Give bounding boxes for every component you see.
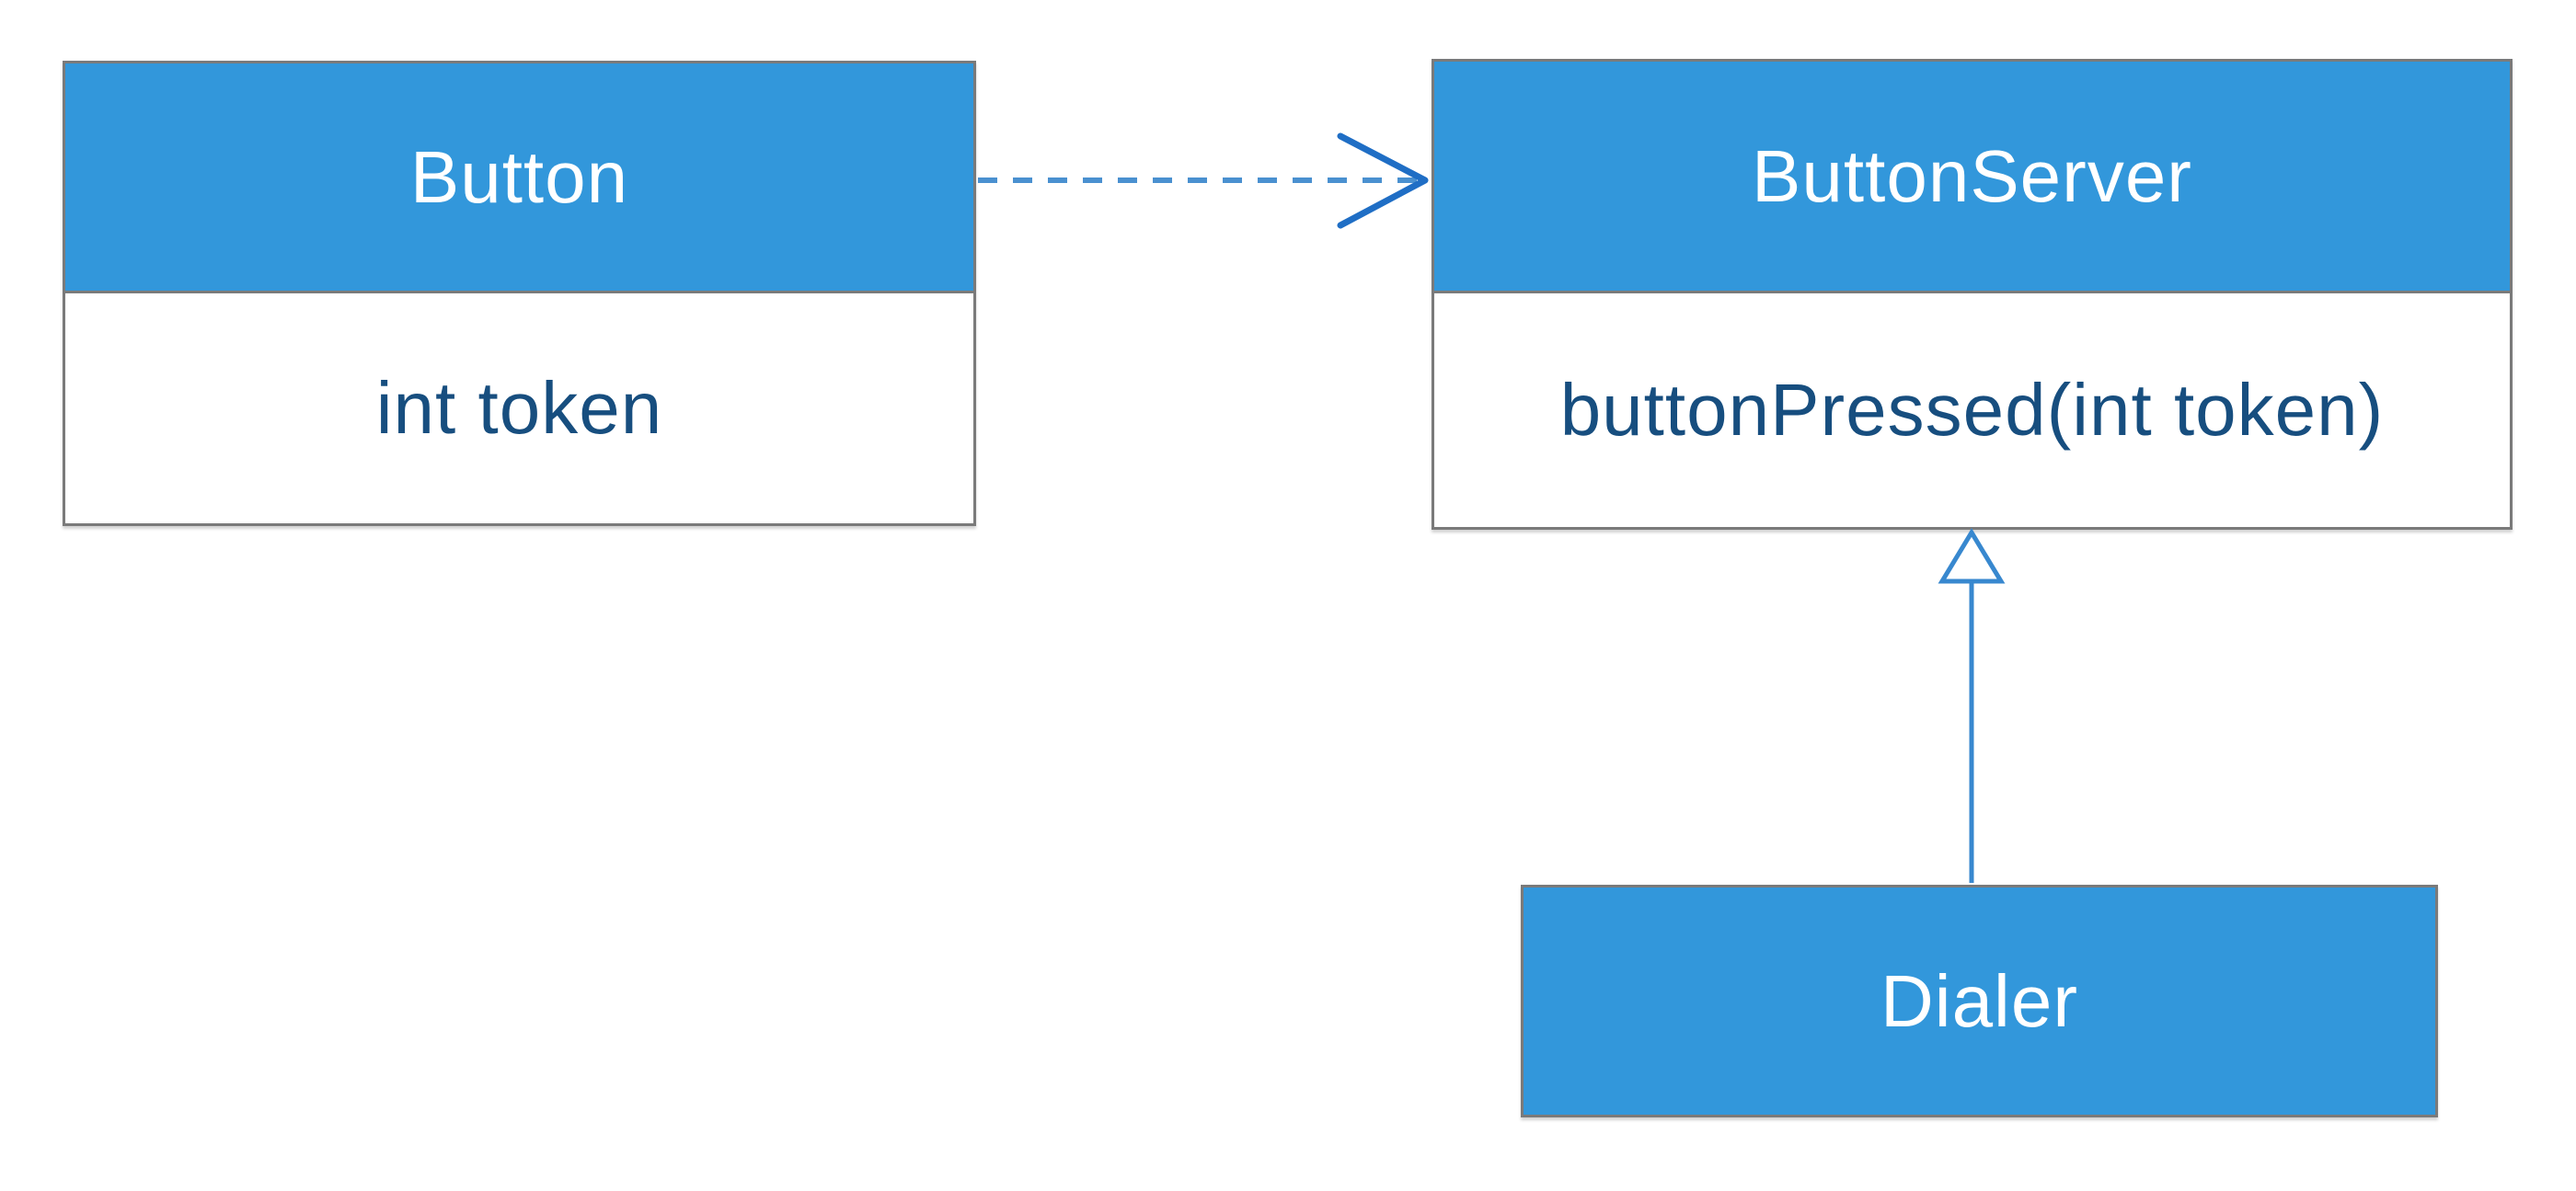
class-name-dialer: Dialer [1880, 959, 2078, 1042]
class-name-buttonserver: ButtonServer [1752, 134, 2192, 217]
generalization-arrow-dialer-to-buttonserver [1938, 528, 2006, 883]
class-box-dialer: Dialer [1521, 885, 2438, 1117]
class-attribute-int-token: int token [375, 367, 663, 449]
open-arrowhead-icon [1337, 132, 1429, 229]
class-box-button: Button int token [63, 61, 976, 526]
hollow-triangle-arrowhead-icon [1938, 528, 2006, 584]
class-box-buttonserver: ButtonServer buttonPressed(int token) [1432, 59, 2513, 530]
dependency-arrow-button-to-buttonserver [978, 132, 1429, 229]
class-body-buttonserver: buttonPressed(int token) [1434, 293, 2510, 527]
class-header-buttonserver: ButtonServer [1434, 62, 2510, 293]
class-header-button: Button [65, 63, 973, 293]
class-method-buttonpressed: buttonPressed(int token) [1559, 369, 2385, 451]
class-body-button: int token [65, 293, 973, 523]
class-name-button: Button [409, 135, 629, 218]
